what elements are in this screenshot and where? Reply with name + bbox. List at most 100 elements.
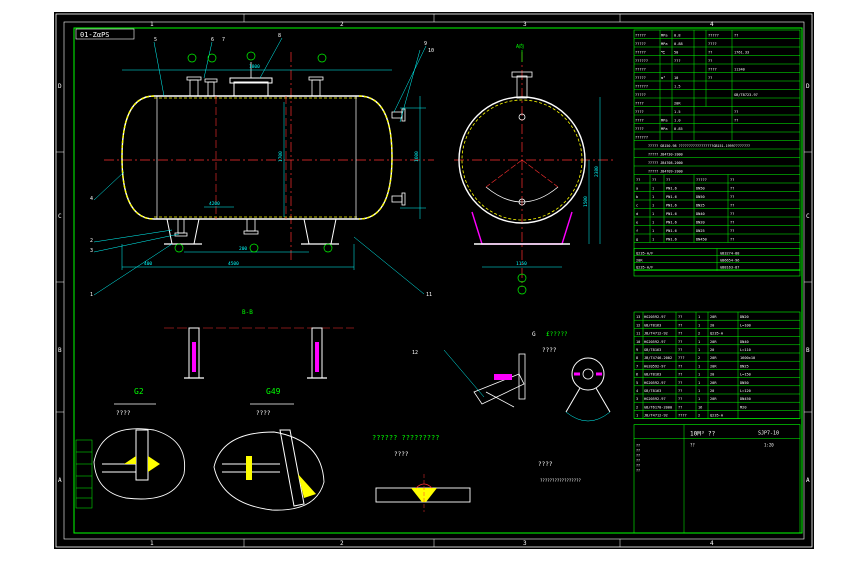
nozzle-cell: DN25 — [696, 204, 705, 208]
material-row-cell: ?? — [678, 381, 682, 385]
spec-line: ????? JB4709-2000 — [648, 170, 683, 174]
material-row-cell: HG20592-97 — [644, 381, 666, 385]
material-row-cell: 20 — [710, 373, 714, 377]
design-row-value: 1.5 — [674, 85, 681, 89]
material-row-cell: 1 — [698, 340, 700, 344]
material-row-cell: 20R — [710, 381, 717, 385]
material-row-cell: JB/T4746-2002 — [644, 356, 672, 360]
design-row-label: ????? — [635, 76, 646, 80]
design-row-value: 20R — [674, 102, 681, 106]
design-row-unit: m³ — [661, 76, 665, 80]
nozzle-header: ?? — [730, 178, 734, 182]
weld-title: ?????? ????????? — [372, 434, 439, 442]
dim-end-sec: 1500 — [583, 196, 589, 207]
zone-col-2: 2 — [340, 21, 344, 28]
material-spec-cell: GB8163-87 — [720, 266, 739, 270]
material-row-cell: 6 — [636, 373, 638, 377]
nozzle-cell: DN25 — [696, 229, 705, 233]
dim-shell-length: 4500 — [228, 261, 239, 267]
dim-foot: 400 — [144, 261, 152, 267]
material-row-cell: 2 — [698, 332, 700, 336]
material-row-cell: 20R — [710, 340, 717, 344]
balloon-7: 7 — [222, 37, 225, 43]
test-row-label: ???? — [635, 127, 644, 131]
nozzle-cell: d — [636, 212, 638, 216]
nozzle-cell: ?? — [730, 212, 734, 216]
nozzle-cell: ?? — [730, 229, 734, 233]
test-row-label: ?????? — [635, 136, 648, 140]
material-row-cell: ??? — [678, 356, 685, 360]
material-row-cell: 9 — [636, 348, 638, 352]
nozzle-cell: a — [636, 187, 638, 191]
material-row-cell: M20 — [740, 405, 747, 409]
nozzle-cell: c — [636, 204, 638, 208]
balloon-labels: 5 6 7 8 9 10 1 2 3 4 11 12 — [90, 33, 434, 356]
spec-line: ????? JB4708-2000 — [648, 161, 683, 165]
design-row-label2: ????? — [708, 34, 719, 38]
design-row-label: ????? — [635, 93, 646, 97]
test-row-value: 1.0 — [674, 119, 681, 123]
material-row-cell: 1 — [636, 414, 638, 418]
nozzle-header: ????? — [696, 178, 707, 182]
material-row-cell: GB/T8163 — [644, 389, 661, 393]
material-row-cell: 20R — [710, 356, 717, 360]
nozzle-cell: PN1.6 — [666, 238, 677, 242]
nozzle-header: ?? — [636, 178, 640, 182]
material-row-cell: 20R — [710, 397, 717, 401]
dim-right: 1600 — [414, 151, 420, 162]
test-row-unit: MPa — [661, 119, 668, 123]
material-row-cell: GB/T8163 — [644, 348, 661, 352]
nozzle-cell: DN50 — [696, 195, 705, 199]
material-row-cell: 13 — [636, 315, 640, 319]
design-row-label2: ???? — [708, 68, 717, 72]
material-row-cell: DN450 — [740, 397, 751, 401]
material-row-cell: ?? — [678, 373, 682, 377]
balloon-4: 4 — [90, 196, 93, 202]
material-row-cell: 7 — [636, 364, 638, 368]
material-row-cell: 2 — [698, 414, 700, 418]
material-row-cell: 2 — [636, 405, 638, 409]
nozzle-cell: 1 — [652, 212, 654, 216]
nozzle-cell: ?? — [730, 187, 734, 191]
nozzle-cell: f — [636, 229, 638, 233]
view-label-a: A向 — [516, 43, 524, 50]
material-row-cell: ?? — [678, 315, 682, 319]
dim-dia: 1700 — [278, 151, 284, 162]
design-row-label: ????? — [635, 51, 646, 55]
material-row-cell: 1 — [698, 389, 700, 393]
zone-row-a-right: A — [806, 477, 810, 484]
material-spec-cell: Q235-A/F — [636, 266, 653, 270]
material-row-cell: 20 — [710, 348, 714, 352]
sign-label: ?? — [636, 469, 640, 473]
material-row-cell: L=150 — [740, 373, 751, 377]
material-spec-cell: Q235-A/F — [636, 252, 653, 256]
detail-g: G £????? ???? — [443, 331, 611, 422]
zone-ticks — [56, 14, 812, 547]
material-row-cell: 1 — [698, 348, 700, 352]
material-row-cell: 1 — [698, 381, 700, 385]
design-row-label: ?????? — [635, 85, 648, 89]
design-row-value: 0.88 — [674, 42, 683, 46]
nozzle-cell: DN20 — [696, 221, 705, 225]
material-row-cell: 12 — [636, 323, 640, 327]
sign-label: ?? — [636, 459, 640, 463]
zone-col-3-bottom: 3 — [523, 540, 527, 547]
test-row-value: 0.85 — [674, 127, 683, 131]
dim-end-width: 1150 — [516, 261, 527, 267]
material-row-cell: 20R — [710, 315, 717, 319]
material-row-cell: ???? — [678, 414, 687, 418]
material-row-cell: 8 — [636, 356, 638, 360]
material-row-cell: ?? — [678, 348, 682, 352]
design-row-label2: ?? — [708, 59, 712, 63]
material-spec-cell: 20R — [636, 259, 643, 263]
material-row-cell: 1 — [698, 373, 700, 377]
balloon-2: 2 — [90, 238, 93, 244]
design-row-value: 50 — [674, 51, 678, 55]
outer-border — [55, 13, 813, 548]
detail-g49: G49 ???? — [213, 387, 325, 511]
material-row-cell: DN40 — [740, 340, 749, 344]
spec-line: ????? JB4730-2000 — [648, 153, 683, 157]
design-row-label: ????? — [635, 68, 646, 72]
nozzle-cell: PN1.6 — [666, 187, 677, 191]
material-row-cell: HG20592-97 — [644, 397, 666, 401]
